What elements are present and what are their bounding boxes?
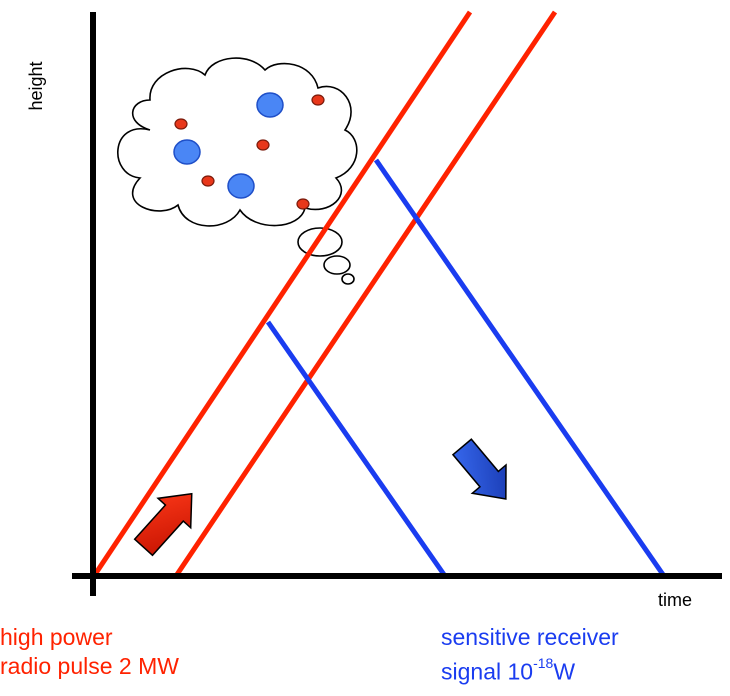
small-particle [311, 94, 325, 106]
y-axis-label: height [26, 61, 46, 111]
x-axis-label: time [658, 590, 693, 610]
thought-bubble-small [341, 273, 355, 285]
pulse-trailing-edge-line [173, 10, 558, 578]
echo-line-low [265, 320, 448, 578]
receiver-caption-line1: sensitive receiver [441, 624, 619, 650]
small-particle [201, 175, 215, 187]
cloud-outline [117, 57, 358, 227]
arrow-up-right-icon [133, 492, 193, 557]
cloud-icon [117, 57, 358, 285]
receiver-signal-prefix: signal 10 [441, 658, 534, 685]
receiver-caption: sensitive receiver signal 10-18W [441, 623, 619, 687]
small-particle [256, 139, 270, 151]
axes [72, 12, 722, 596]
receiver-signal-unit: W [553, 658, 576, 685]
echo-lines [265, 158, 667, 578]
small-particle [296, 198, 310, 210]
thought-bubble-large [297, 227, 343, 257]
pulse-leading-edge-line [91, 10, 473, 578]
small-particle [174, 118, 188, 130]
pulse-caption: high power radio pulse 2 MW [0, 623, 179, 681]
large-particle [256, 92, 284, 118]
pulse-lines [91, 10, 558, 578]
large-particle [173, 139, 201, 165]
thought-bubble-medium [323, 255, 351, 275]
pulse-caption-line1: high power [0, 624, 113, 650]
large-particle [227, 173, 255, 199]
echo-line-high [373, 158, 667, 578]
receiver-caption-line2: signal 10-18W [441, 652, 619, 687]
arrow-down-right-icon [451, 438, 507, 500]
receiver-signal-exponent: -18 [533, 655, 554, 671]
pulse-caption-line2: radio pulse 2 MW [0, 653, 179, 679]
cloud-particles [173, 92, 325, 210]
